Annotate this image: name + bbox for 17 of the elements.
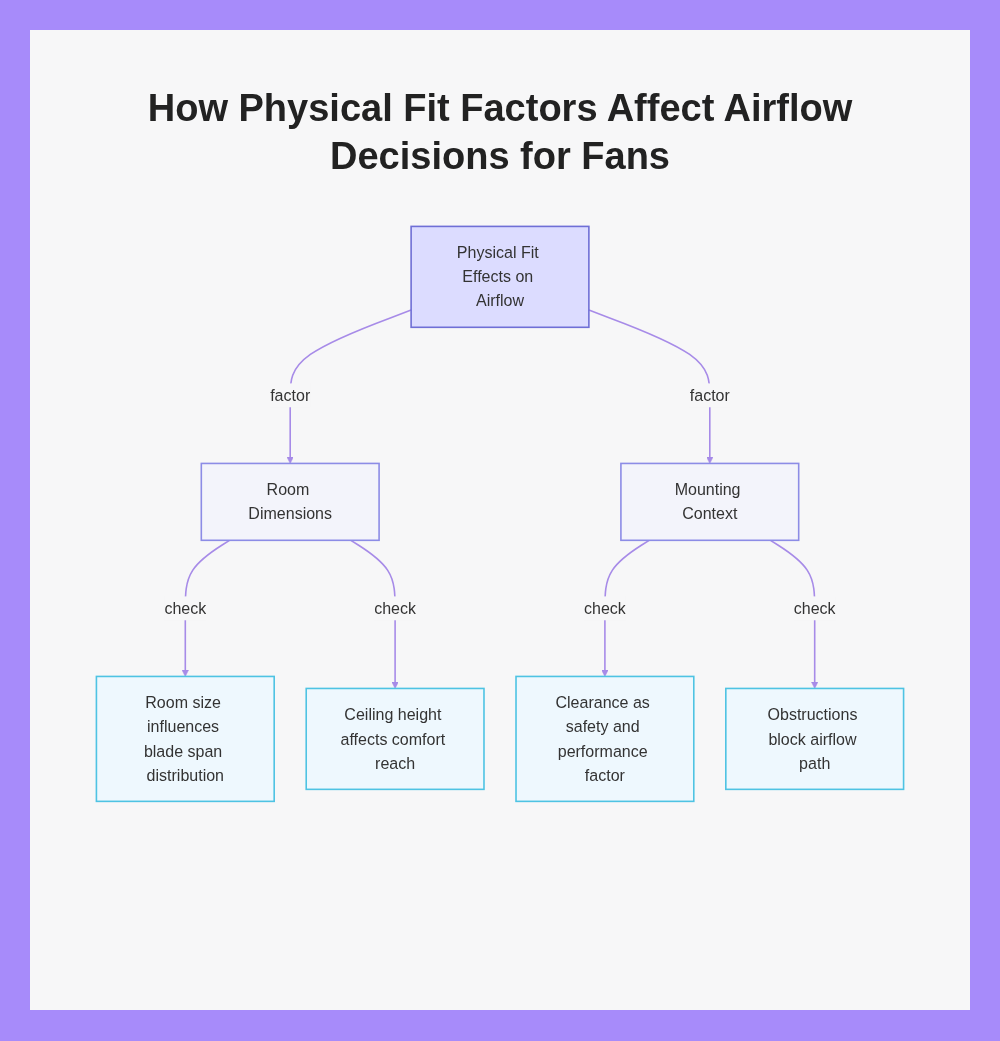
node-box — [620, 462, 800, 542]
edge-label: check — [583, 599, 626, 618]
arrow — [588, 309, 714, 464]
node-box — [725, 687, 905, 791]
edge-label: check — [164, 599, 207, 618]
node-box — [515, 675, 695, 803]
edge-label: factor — [270, 386, 311, 405]
arrow — [286, 309, 412, 464]
node-box — [410, 225, 590, 329]
node-box — [305, 687, 485, 791]
card-background: How Physical Fit Factors Affect Airflow Decisions for Fans factor factor check check check check Physical Fit Effects on Airflow Room Dimensions Mounting Context Room size influences blade span distribution Ceiling height affects comfort reach Clearance as safety and performance factor Obstructions block airflow path — [30, 30, 970, 1010]
edge-label: factor — [689, 386, 730, 405]
node-box — [95, 675, 275, 803]
node-box — [200, 462, 380, 542]
edge-label: check — [374, 599, 417, 618]
edge-label: check — [793, 599, 836, 618]
title: How Physical Fit Factors Affect Airflow Decisions for Fans — [146, 86, 854, 179]
